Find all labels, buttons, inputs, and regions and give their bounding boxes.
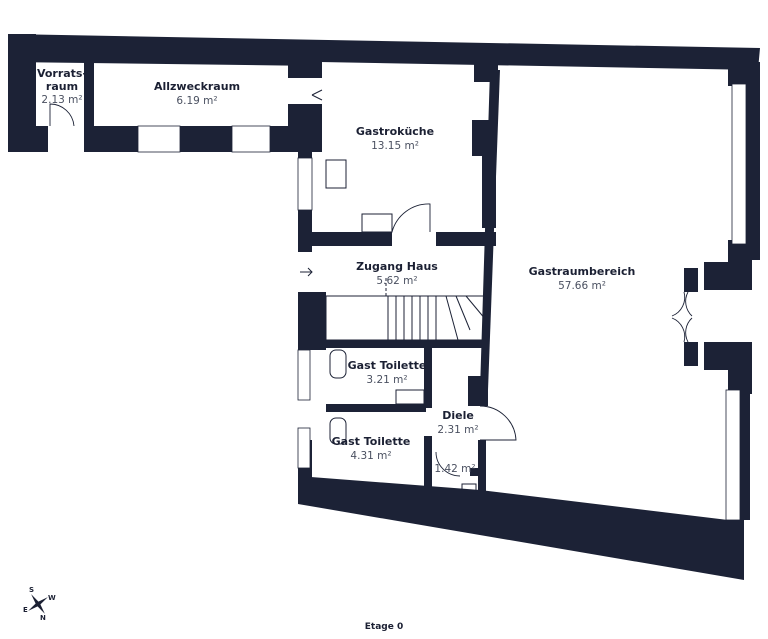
compass-s: S	[29, 586, 34, 594]
room-name-vorratsraum-line2: raum	[46, 80, 78, 93]
room-gast-toilette-2: Gast Toilette 4.31 m²	[332, 435, 411, 462]
room-area-gast-toilette-2: 4.31 m²	[350, 450, 391, 462]
floor-label: Etage 0	[364, 622, 404, 632]
compass-w: W	[48, 594, 56, 602]
room-area-gastraumbereich: 57.66 m²	[558, 280, 606, 292]
room-name-gastrokueche: Gastroküche	[356, 125, 434, 138]
room-area-gast-toilette-1: 3.21 m²	[366, 374, 407, 386]
interior-walls	[312, 70, 500, 500]
room-gastraumbereich: Gastraumbereich 57.66 m²	[529, 265, 636, 292]
room-diele: Diele 2.31 m²	[437, 409, 478, 436]
room-name-gast-toilette-1: Gast Toilette	[348, 359, 427, 372]
room-name-allzweckraum: Allzweckraum	[154, 80, 240, 93]
room-zugang-haus: Zugang Haus 5.62 m²	[356, 260, 438, 287]
room-name-gast-toilette-2: Gast Toilette	[332, 435, 411, 448]
compass-n: N	[40, 614, 46, 622]
windows	[137, 83, 747, 521]
staircase	[325, 278, 487, 341]
room-vorratsraum: Vorrats- raum 2.13 m²	[37, 67, 87, 106]
room-gastrokueche: Gastroküche 13.15 m²	[356, 125, 434, 152]
room-closet: 1.42 m²	[434, 463, 475, 475]
room-name-gastraumbereich: Gastraumbereich	[529, 265, 636, 278]
room-area-vorratsraum: 2.13 m²	[41, 94, 82, 106]
room-allzweckraum: Allzweckraum 6.19 m²	[154, 80, 240, 107]
room-name-vorratsraum-line1: Vorrats-	[37, 67, 87, 80]
compass-e: E	[23, 606, 28, 614]
room-name-diele: Diele	[442, 409, 474, 422]
compass-icon: S W E N	[23, 586, 56, 622]
exterior-walls	[8, 34, 760, 580]
room-area-gastrokueche: 13.15 m²	[371, 140, 419, 152]
room-area-allzweckraum: 6.19 m²	[176, 95, 217, 107]
fixtures	[325, 159, 477, 499]
room-area-diele: 2.31 m²	[437, 424, 478, 436]
room-area-closet: 1.42 m²	[434, 463, 475, 475]
room-gast-toilette-1: Gast Toilette 3.21 m²	[348, 359, 427, 386]
room-name-zugang-haus: Zugang Haus	[356, 260, 438, 273]
doors	[49, 89, 693, 477]
room-area-zugang-haus: 5.62 m²	[376, 275, 417, 287]
